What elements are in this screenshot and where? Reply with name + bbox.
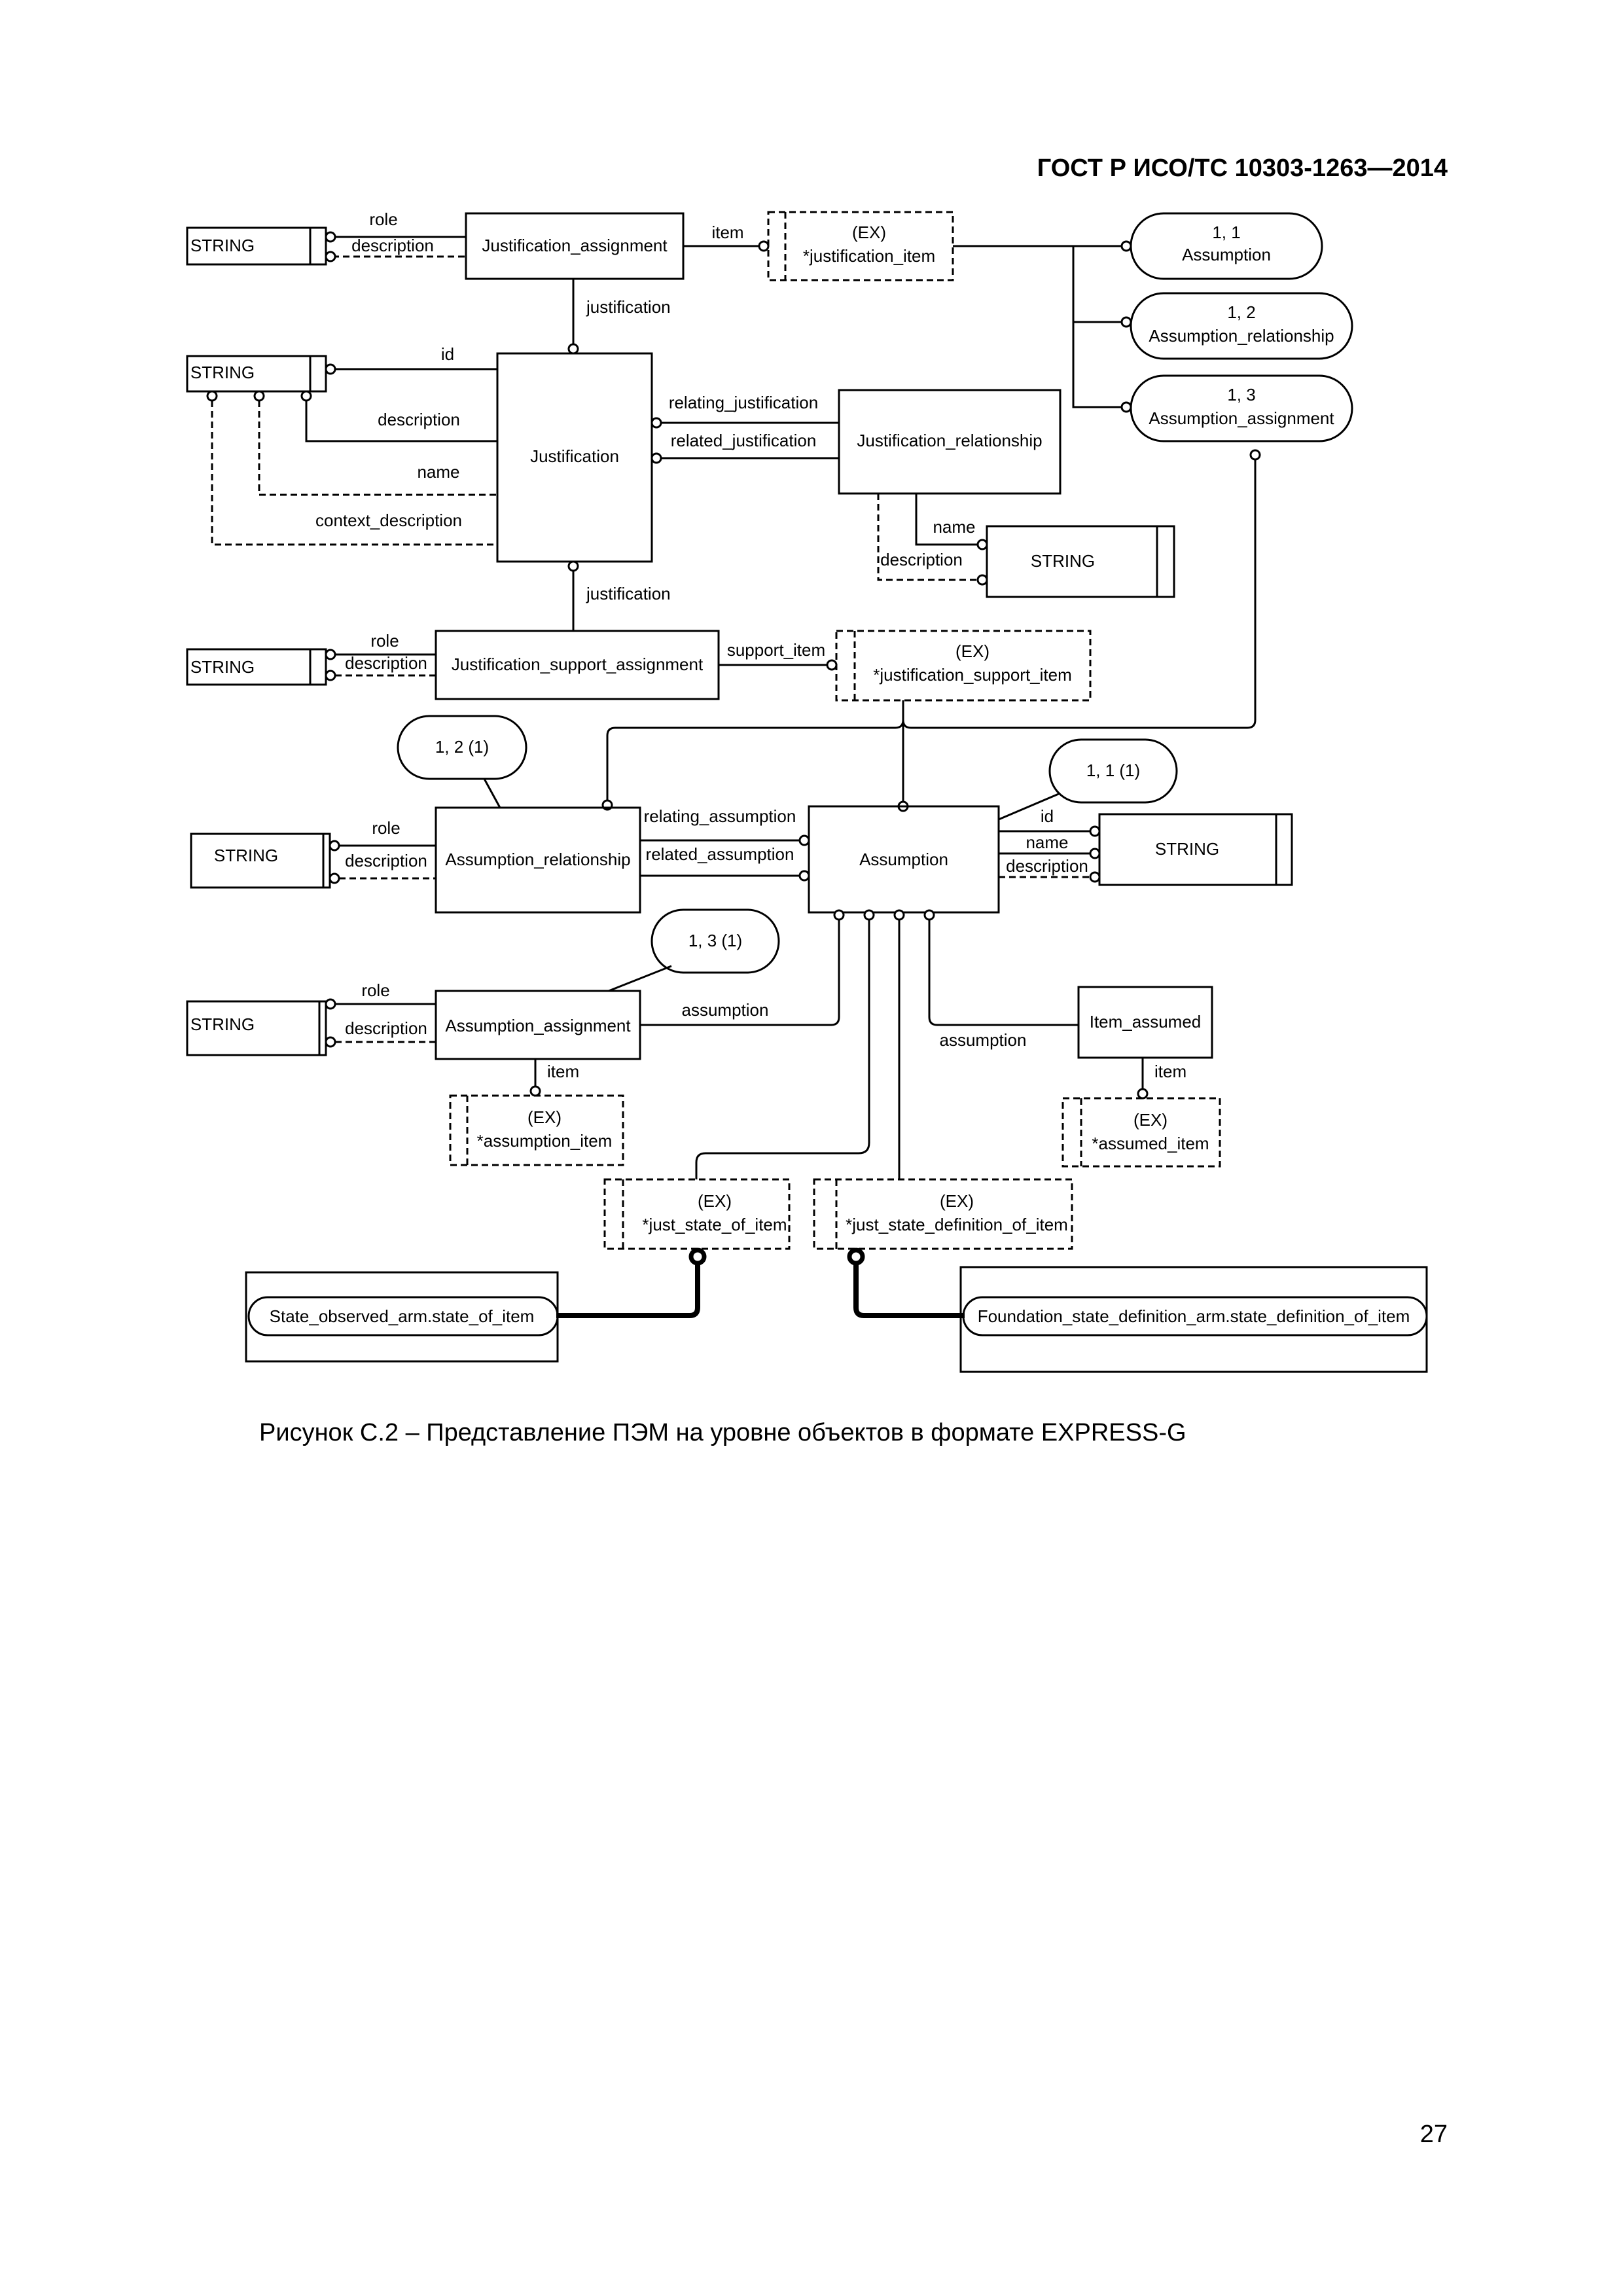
string-box-4 [186,648,327,686]
attr-support-item: support_item [727,640,825,660]
string-label-2: STRING [190,363,255,382]
label-item-assumed: Item_assumed [1090,1012,1202,1031]
select-just-state-of-item-line2: *just_state_of_item [642,1215,787,1234]
page-ref-assumption-11 [1130,212,1323,280]
select-assumption-item-line2: *assumption_item [477,1131,613,1151]
select-just-state-of-item [603,1178,791,1250]
page-ref-target-11-1 [1048,738,1178,804]
select-just-state-definition-of-item [813,1178,1073,1250]
attr-name-1: name [417,462,459,482]
attr-related-assumption: related_assumption [646,844,794,864]
ref-target-11-1-label: 1, 1 (1) [1086,761,1140,780]
string-label-7: STRING [190,1014,255,1034]
ref-11-line1: 1, 1 [1212,223,1240,242]
figure-caption: Рисунок С.2 – Представление ПЭМ на уровн… [259,1419,1186,1446]
page-ref-assumption-assignment-13 [1130,374,1353,442]
attr-description-1: description [351,236,434,255]
select-justification-item [767,211,954,281]
select-assumption-item-line1: (EX) [527,1107,562,1127]
ref-target-12-1-label: 1, 2 (1) [435,737,489,757]
string-box-6 [1098,813,1293,886]
attr-description-5: description [345,851,427,870]
select-justification-item-line1: (EX) [852,223,886,242]
select-just-state-of-item-line1: (EX) [698,1191,732,1211]
label-assumption: Assumption [859,850,948,869]
string-box-3 [986,525,1175,598]
select-justification-support-item-line1: (EX) [955,641,990,661]
attr-related-justification: related_justification [671,431,817,450]
attr-description-2: description [378,410,460,429]
external-ref-foundation-state-definition [959,1266,1428,1373]
label-justification-support-assignment: Justification_support_assignment [452,655,704,674]
string-label-5: STRING [214,846,278,865]
string-label-1: STRING [190,236,255,255]
ref-12-line2: Assumption_relationship [1149,326,1334,346]
string-box-1 [186,226,327,266]
label-justification-assignment: Justification_assignment [482,236,668,255]
attr-description-3: description [880,550,963,569]
attr-id-1: id [441,344,454,364]
entity-assumption-relationship [435,806,641,914]
string-label-4: STRING [190,657,255,677]
select-just-state-definition-of-item-line1: (EX) [940,1191,974,1211]
label-justification-relationship: Justification_relationship [857,431,1042,450]
entity-justification-relationship [838,389,1061,495]
select-justification-support-item [835,630,1092,702]
label-assumption-assignment: Assumption_assignment [445,1016,631,1035]
select-justification-support-item-line2: *justification_support_item [873,665,1072,685]
page-ref-assumption-relationship-12 [1130,292,1353,360]
external-ref-foundation-label: Foundation_state_definition_arm.state_de… [978,1306,1410,1326]
attr-assumption-1: assumption [682,1000,769,1020]
select-just-state-definition-of-item-line2: *just_state_definition_of_item [846,1215,1068,1234]
select-assumed-item-line1: (EX) [1133,1110,1168,1130]
document-header: ГОСТ Р ИСО/ТС 10303-1263—2014 [1037,154,1448,182]
ref-11-line2: Assumption [1182,245,1271,264]
attr-item-1: item [711,223,743,242]
attr-role-3: role [372,818,400,838]
express-g-diagram: STRING role description Justification_as… [186,209,1428,1373]
label-assumption-relationship: Assumption_relationship [445,850,630,869]
attr-id-2: id [1041,806,1054,826]
select-assumed-item-line2: *assumed_item [1092,1134,1209,1153]
attr-context-description: context_description [315,511,462,530]
page-ref-target-13-1 [651,908,780,974]
attr-description-6: description [1006,856,1088,876]
string-label-6: STRING [1155,839,1219,859]
select-assumed-item [1061,1097,1221,1168]
attr-justification-1: justification [586,297,671,317]
attr-role-1: role [369,209,397,229]
attr-item-3: item [1154,1062,1186,1081]
attr-relating-assumption: relating_assumption [644,806,796,826]
attr-name-3: name [1026,833,1068,852]
string-box-5 [190,833,331,889]
attr-justification-2: justification [586,584,671,603]
select-justification-item-line2: *justification_item [803,246,935,266]
ref-13-line2: Assumption_assignment [1149,408,1334,428]
attr-relating-justification: relating_justification [669,393,818,412]
attr-description-4: description [345,653,427,673]
attr-description-7: description [345,1018,427,1038]
select-assumption-item [449,1094,624,1166]
entity-item-assumed [1077,986,1213,1059]
attr-assumption-2: assumption [940,1030,1027,1050]
string-box-7 [186,1000,327,1056]
string-label-3: STRING [1031,551,1095,571]
ref-12-line1: 1, 2 [1227,302,1255,322]
ref-13-line1: 1, 3 [1227,385,1255,404]
attr-item-2: item [547,1062,579,1081]
label-justification: Justification [530,446,619,466]
attr-role-4: role [361,980,389,1000]
external-ref-state-observed [245,1271,559,1363]
attr-role-2: role [370,631,399,651]
page-number: 27 [1419,2121,1448,2148]
external-ref-state-observed-label: State_observed_arm.state_of_item [270,1306,535,1326]
ref-target-13-1-label: 1, 3 (1) [688,931,742,950]
attr-name-2: name [933,517,975,537]
page-ref-target-12-1 [397,715,527,780]
